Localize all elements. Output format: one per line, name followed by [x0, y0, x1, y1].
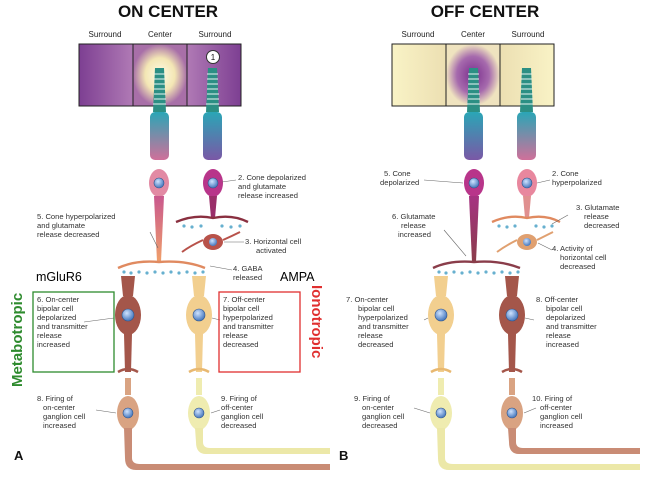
label-glutamate-decreased: 3. Glutamate release decreased: [576, 203, 622, 230]
cone-depolarized: [175, 68, 249, 229]
field-label-surround-right: Surround: [199, 30, 232, 39]
label-on-bipolar-b: 7. On-center bipolar cell hyperpolarized…: [346, 295, 411, 349]
label-on-ganglion-b: 9. Firing of on-center ganglion cell dec…: [354, 394, 406, 430]
label-on-bipolar-a: 6. On-center bipolar cell depolarized an…: [37, 295, 90, 349]
field-label-surround-right-b: Surround: [512, 30, 545, 39]
horizontal-cell-b: [496, 231, 554, 253]
label-gaba: 4. GABA released: [233, 264, 264, 282]
synapse-row-b: [437, 270, 520, 275]
panel-a-title: ON CENTER: [118, 2, 218, 21]
synapse-row-a: [122, 270, 205, 275]
step-1-marker: 1: [206, 50, 220, 64]
ganglion-on-center-b: [430, 378, 640, 470]
ganglion-on-center: [117, 378, 330, 470]
panel-b-title: OFF CENTER: [431, 2, 540, 21]
field-label-surround-left: Surround: [89, 30, 122, 39]
label-off-ganglion-b: 10. Firing of off-center ganglion cell i…: [532, 394, 584, 430]
label-off-bipolar-a: 7. Off-center bipolar cell hyperpolarize…: [223, 295, 276, 349]
panel-off-center: OFF CENTER Surround Center Surround: [339, 2, 640, 470]
label-cone-depolarized-b: 5. Cone depolarized: [380, 169, 419, 187]
metabotropic-box: [32, 291, 115, 373]
bipolar-off-center: [186, 276, 212, 374]
label-cone-hyperpolarized-b: 2. Cone hyperpolarized: [552, 169, 602, 187]
panel-on-center: ON CENTER Surround Center Surround 1: [9, 2, 330, 470]
svg-text:1: 1: [211, 53, 216, 62]
ionotropic-box: [218, 291, 301, 373]
bipolar-off-center-b: [499, 276, 525, 374]
label-cone-hyperpolarized: 5. Cone hyperpolarized and glutamate rel…: [37, 212, 118, 239]
field-label-center: Center: [148, 30, 172, 39]
panel-a-letter: A: [14, 448, 24, 463]
label-on-ganglion-a: 8. Firing of on-center ganglion cell inc…: [37, 394, 87, 430]
cone-hyperpolarized: [117, 68, 206, 270]
panel-b-letter: B: [339, 448, 348, 463]
label-horizontal-cell: 3. Horizontal cell activated: [245, 237, 303, 255]
label-glutamate-increased: 6. Glutamate release increased: [392, 212, 438, 239]
bipolar-on-center: [115, 276, 141, 374]
ionotropic-label: Ionotropic: [308, 285, 325, 358]
label-off-bipolar-b: 8. Off-center bipolar cell depolarized a…: [536, 295, 599, 349]
ampa-label: AMPA: [280, 270, 315, 284]
field-label-center-b: Center: [461, 30, 485, 39]
mglur6-label: mGluR6: [36, 270, 82, 284]
ganglion-off-center-b: [501, 378, 640, 454]
cone-depolarized-b: [432, 68, 521, 270]
label-off-ganglion-a: 9. Firing of off-center ganglion cell de…: [221, 394, 265, 430]
leader-lines-a: [83, 179, 244, 414]
horizontal-cell: [181, 231, 241, 253]
bipolar-on-center-b: [428, 276, 454, 374]
metabotropic-label: Metabotropic: [9, 293, 26, 387]
leader-lines-b: [413, 179, 569, 414]
label-cone-depolarized: 2. Cone depolarized and glutamate releas…: [238, 173, 308, 200]
ganglion-off-center: [188, 378, 330, 454]
field-label-surround-left-b: Surround: [402, 30, 435, 39]
receptive-field-off-center: [391, 43, 555, 107]
cone-hyperpolarized-b: [491, 68, 561, 229]
label-horizontal-activity: 4. Activity of horizontal cell decreased: [552, 244, 609, 271]
